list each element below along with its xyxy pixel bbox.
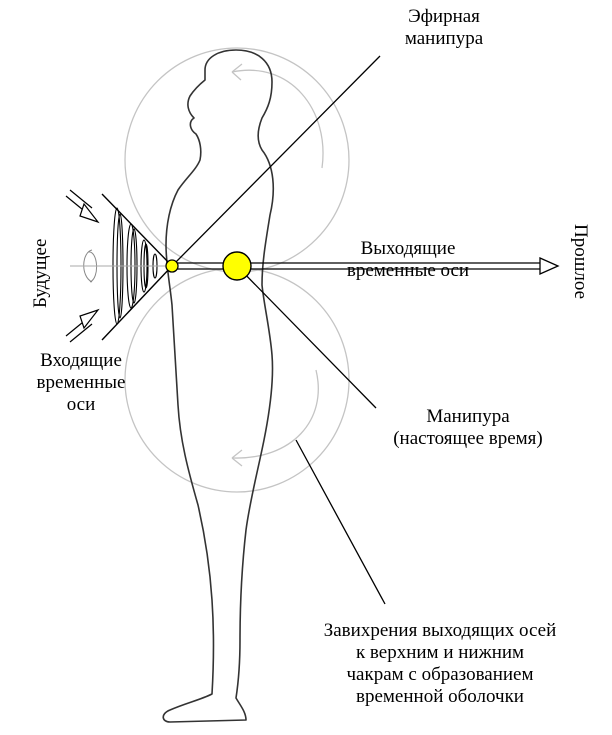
vortices-pointer bbox=[296, 440, 385, 604]
incoming-arrow-upper bbox=[66, 190, 98, 222]
manipura-label: Манипура (настоящее время) bbox=[368, 406, 568, 450]
incoming-axes-label: Входящие временные оси bbox=[6, 350, 156, 416]
incoming-arrow-lower bbox=[66, 310, 98, 342]
future-label: Будущее bbox=[30, 224, 52, 308]
human-body-outline bbox=[163, 50, 273, 722]
vortices-label: Завихрения выходящих осей к верхним и ни… bbox=[270, 620, 610, 708]
past-label: Прошлое bbox=[569, 224, 591, 308]
upper-vortex-arrow bbox=[232, 70, 323, 168]
manipura-dot bbox=[223, 252, 251, 280]
outgoing-axes-label: Выходящие временные оси bbox=[318, 238, 498, 282]
manipura-pointer bbox=[237, 266, 376, 408]
upper-vortex-circle bbox=[125, 48, 349, 272]
lower-vortex-arrow bbox=[232, 370, 318, 458]
etheric-manipura-dot bbox=[166, 260, 178, 272]
etheric-manipura-label: Эфирная манипура bbox=[380, 6, 508, 50]
